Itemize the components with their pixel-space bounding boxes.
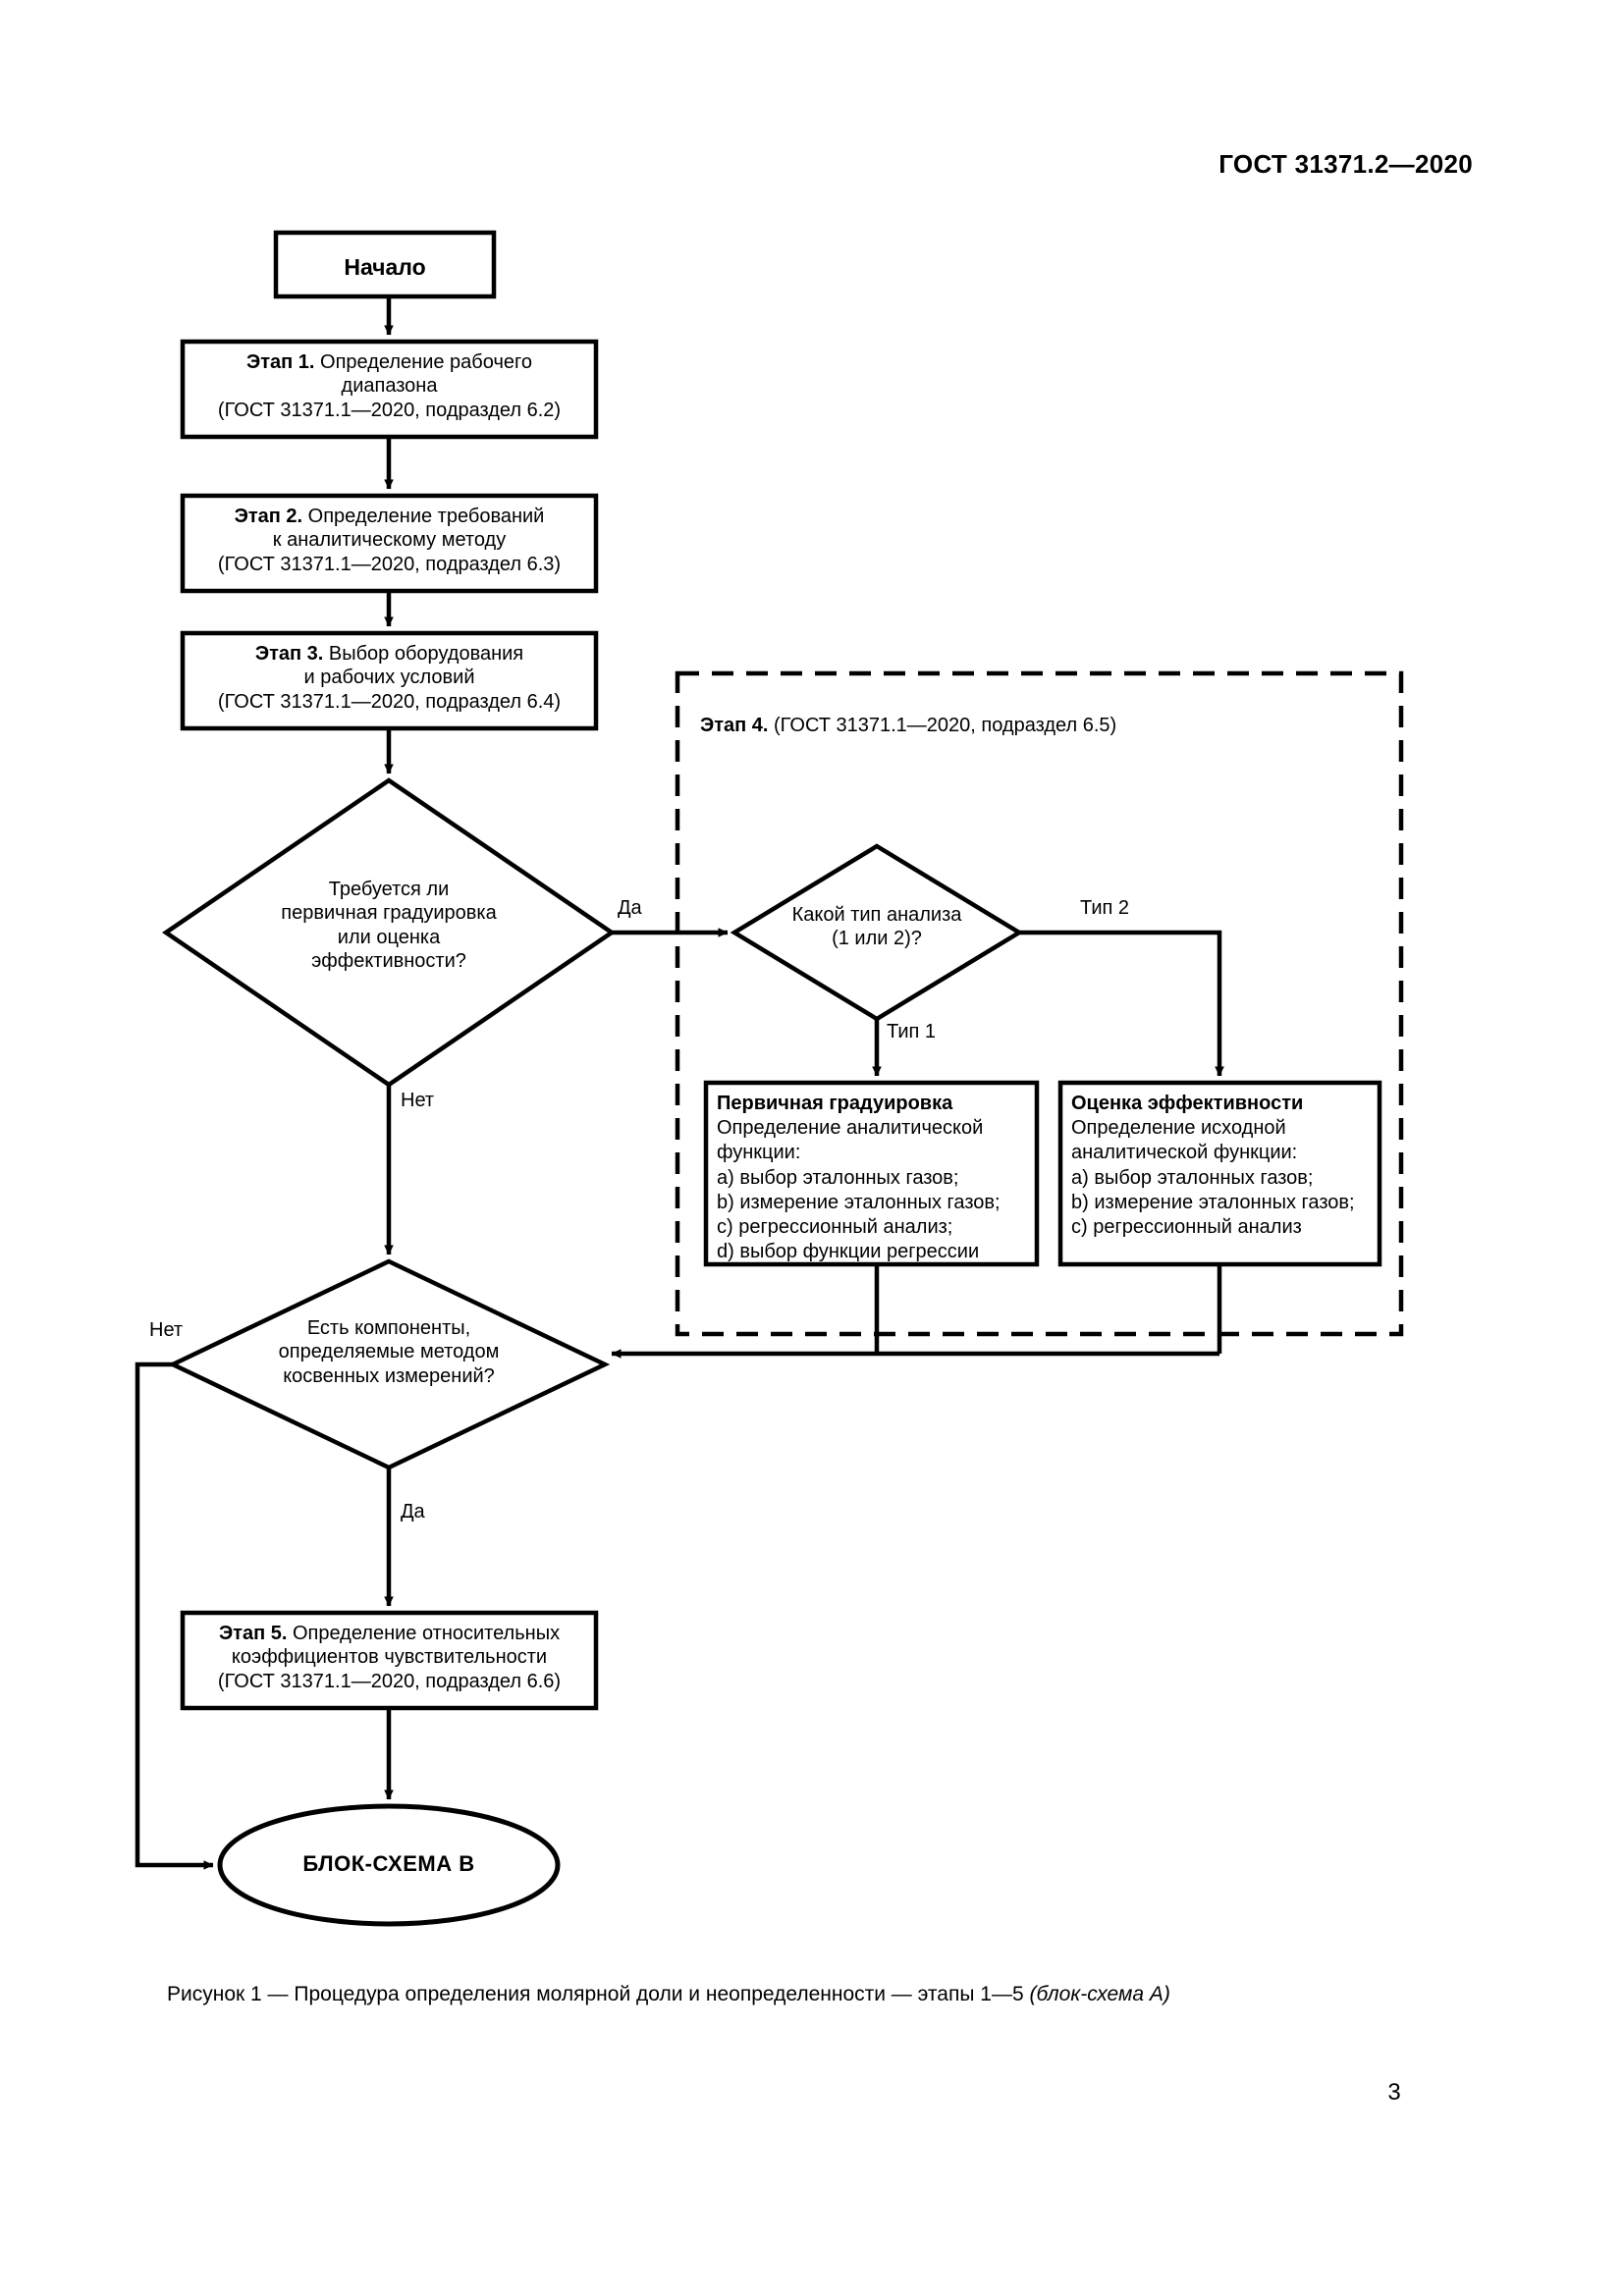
performance-item-b: b) измерение эталонных газов; [1071,1191,1355,1213]
decision1-line1: Требуется ли [328,879,450,900]
terminal-node-shape [217,1803,561,1927]
stage2-title: Этап 2. [234,506,303,527]
decision2-type2-label: Тип 2 [1080,897,1130,919]
decision1-label: Требуется ли первичная градуировка или о… [232,878,546,974]
calibration-item-c: c) регрессионный анализ; [717,1215,953,1238]
stage1-title: Этап 1. [246,351,315,373]
calibration-item-d: d) выбор функции регрессии [717,1241,980,1263]
performance-box-label: Оценка эффективности Определение исходно… [1071,1092,1378,1240]
stage1-node-label: Этап 1. Определение рабочего диапазона (… [187,350,592,422]
stage5-line1: Определение относительных [287,1623,561,1644]
stage4-title: Этап 4. [700,715,769,736]
stage3-node-shape [180,630,599,731]
stage4-group-label: Этап 4. (ГОСТ 31371.1—2020, подраздел 6.… [700,714,1387,737]
stage1-line3: (ГОСТ 31371.1—2020, подраздел 6.2) [217,399,562,421]
calibration-box-label: Первичная градуировка Определение аналит… [717,1092,1031,1264]
stage1-line1: Определение рабочего [314,351,532,373]
decision3-yes-label: Да [401,1501,425,1522]
stage3-line2: и рабочих условий [303,667,475,689]
stage5-line3: (ГОСТ 31371.1—2020, подраздел 6.6) [217,1670,562,1692]
decision2-label: Какой тип анализа (1 или 2)? [744,903,1009,951]
start-node-shape [273,230,497,299]
figure-caption-italic: (блок-схема А) [1029,1983,1170,2005]
stage2-line2: к аналитическому методу [272,529,507,552]
stage4-reference: (ГОСТ 31371.1—2020, подраздел 6.5) [768,715,1117,736]
calibration-item-b: b) измерение эталонных газов; [717,1191,1001,1213]
stage5-line2: коэффициентов чувствительности [231,1646,548,1669]
connector-decision3-no-bypass-to-terminal [135,1362,214,1870]
calibration-line2: функции: [717,1142,801,1164]
stage2-line1: Определение требований [302,506,545,527]
stage3-line1: Выбор оборудования [323,643,524,665]
stage5-node-shape [180,1610,599,1711]
decision3-line1: Есть компоненты, [306,1317,471,1339]
stage2-node-shape [180,493,599,594]
stage3-node-label: Этап 3. Выбор оборудования и рабочих усл… [187,642,592,714]
stage3-title: Этап 3. [254,643,324,665]
performance-box-shape [1057,1080,1382,1267]
terminal-node-label: БЛОК-СХЕМА В [302,1851,475,1876]
calibration-title: Первичная градуировка [717,1093,953,1114]
decision1-yes-label: Да [618,897,642,919]
performance-line1: Определение исходной [1071,1117,1286,1140]
stage3-line3: (ГОСТ 31371.1—2020, подраздел 6.4) [217,690,562,713]
stage1-node-shape [180,339,599,440]
calibration-box-shape [703,1080,1040,1267]
document-header: ГОСТ 31371.2—2020 [1218,149,1473,179]
decision1-line3: или оценка [337,926,441,948]
decision2-type1-label: Тип 1 [887,1021,937,1042]
page-number: 3 [1387,2079,1401,2106]
decision3-no-label: Нет [149,1319,184,1341]
stage4-dashed-region [675,670,1404,1337]
decision2-line2: (1 или 2)? [832,928,922,950]
connector-decision2-type2-to-performance [1019,930,1224,1077]
figure-caption-main: Рисунок 1 — Процедура определения молярн… [167,1983,1030,2005]
decision3-label: Есть компоненты, определяемые методом ко… [242,1316,536,1388]
decision1-line4: эффективности? [311,950,466,973]
start-node-label: Начало [344,254,426,280]
stage1-line2: диапазона [341,375,438,398]
stage2-line3: (ГОСТ 31371.1—2020, подраздел 6.3) [217,553,562,575]
calibration-line1: Определение аналитической [717,1117,984,1140]
performance-line2: аналитической функции: [1071,1142,1298,1164]
decision2-line1: Какой тип анализа [791,904,962,926]
performance-item-a: a) выбор эталонных газов; [1071,1166,1314,1189]
decision1-no-label: Нет [401,1090,435,1111]
stage5-node-label: Этап 5. Определение относительных коэффи… [187,1622,592,1693]
performance-item-c: c) регрессионный анализ [1071,1215,1302,1238]
stage5-title: Этап 5. [218,1623,288,1644]
decision1-line2: первичная градуировка [281,902,497,925]
calibration-item-a: a) выбор эталонных газов; [717,1166,959,1189]
decision3-line3: косвенных измерений? [283,1364,495,1387]
performance-title: Оценка эффективности [1071,1093,1304,1114]
figure-caption: Рисунок 1 — Процедура определения молярн… [167,1981,1463,2007]
decision3-line2: определяемые методом [278,1341,500,1363]
stage2-node-label: Этап 2. Определение требований к аналити… [187,505,592,576]
